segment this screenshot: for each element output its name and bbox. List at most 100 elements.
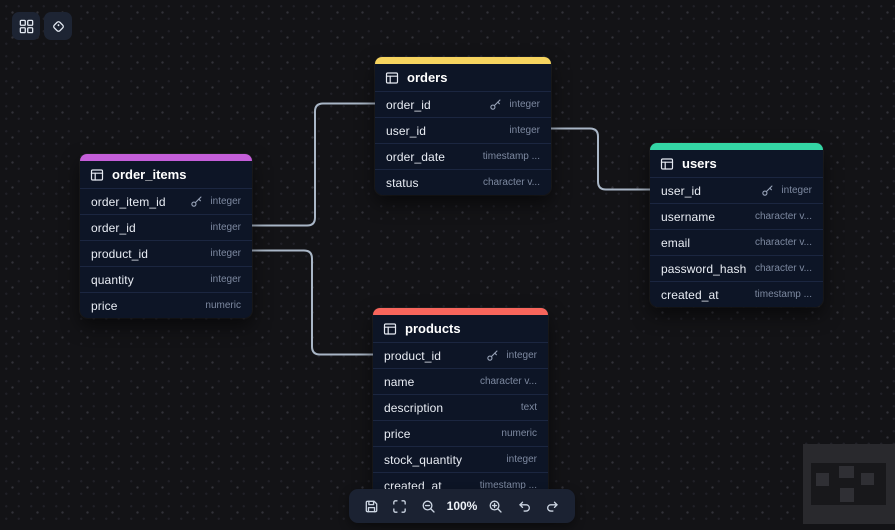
minimap[interactable] — [803, 444, 895, 524]
undo-icon — [516, 498, 533, 515]
field-row-users-username[interactable]: username character v... — [650, 203, 823, 229]
field-name: price — [91, 298, 118, 313]
zoom-level-display[interactable]: 100% — [446, 499, 478, 513]
zoom-in-button[interactable] — [484, 494, 508, 518]
redo-icon — [544, 498, 561, 515]
table-header[interactable]: users — [650, 150, 823, 177]
field-row-products-price[interactable]: price numeric — [373, 420, 548, 446]
field-name: status — [386, 175, 419, 190]
tag-icon — [50, 18, 67, 35]
field-meta: numeric — [501, 428, 537, 439]
field-meta: character v... — [480, 376, 537, 387]
table-accent-bar — [80, 154, 252, 161]
field-type: character v... — [482, 177, 540, 188]
field-row-users-created_at[interactable]: created_at timestamp ... — [650, 281, 823, 307]
field-meta: character v... — [755, 263, 812, 274]
table-icon — [383, 322, 397, 336]
field-row-users-password_hash[interactable]: password_hash character v... — [650, 255, 823, 281]
table-node-users[interactable]: users user_id integer username character… — [650, 143, 823, 307]
fit-view-button[interactable] — [388, 494, 412, 518]
field-row-orders-status[interactable]: status character v... — [375, 169, 551, 195]
relationship-edge-order_items-orders[interactable] — [251, 102, 376, 227]
save-button[interactable] — [359, 494, 383, 518]
field-name: product_id — [91, 246, 149, 261]
field-meta: text — [521, 402, 537, 413]
field-row-order_items-order_id[interactable]: order_id integer — [80, 214, 252, 240]
minimap-node-order_items — [816, 473, 829, 486]
relationship-edge-orders-users[interactable] — [550, 127, 651, 191]
field-type: character v... — [754, 263, 812, 274]
top-left-controls — [12, 12, 72, 40]
table-accent-bar — [373, 308, 548, 315]
table-icon — [660, 157, 674, 171]
table-node-order_items[interactable]: order_items order_item_id integer order_… — [80, 154, 252, 318]
field-meta: numeric — [205, 300, 241, 311]
field-name: order_date — [386, 149, 446, 164]
field-meta: character v... — [483, 177, 540, 188]
field-type: integer — [210, 196, 241, 207]
field-type: integer — [509, 125, 540, 136]
table-accent-bar — [375, 57, 551, 64]
primary-key-icon — [761, 184, 774, 197]
field-row-order_items-quantity[interactable]: quantity integer — [80, 266, 252, 292]
field-meta: integer — [761, 184, 812, 197]
table-node-orders[interactable]: orders order_id integer user_id integer … — [375, 57, 551, 195]
minimap-node-users — [861, 473, 874, 485]
field-row-products-name[interactable]: name character v... — [373, 368, 548, 394]
field-name: username — [661, 209, 716, 224]
redo-button[interactable] — [541, 494, 565, 518]
table-rows: order_id integer user_id integer order_d… — [375, 91, 551, 195]
field-meta: integer — [489, 98, 540, 111]
field-row-products-description[interactable]: description text — [373, 394, 548, 420]
field-meta: integer — [506, 454, 537, 465]
zoom-out-button[interactable] — [416, 494, 440, 518]
field-type: timestamp ... — [482, 151, 540, 162]
table-header[interactable]: products — [373, 315, 548, 342]
field-type: text — [520, 402, 537, 413]
field-row-products-stock_quantity[interactable]: stock_quantity integer — [373, 446, 548, 472]
field-row-order_items-product_id[interactable]: product_id integer — [80, 240, 252, 266]
field-name: password_hash — [661, 261, 747, 276]
tag-button[interactable] — [44, 12, 72, 40]
field-row-users-email[interactable]: email character v... — [650, 229, 823, 255]
table-header[interactable]: order_items — [80, 161, 252, 188]
field-type: integer — [210, 222, 241, 233]
field-name: stock_quantity — [384, 452, 463, 467]
field-row-orders-user_id[interactable]: user_id integer — [375, 117, 551, 143]
save-icon — [363, 498, 380, 515]
field-meta: integer — [509, 125, 540, 136]
table-node-products[interactable]: products product_id integer name charact… — [373, 308, 548, 498]
table-accent-bar — [650, 143, 823, 150]
table-header[interactable]: orders — [375, 64, 551, 91]
field-name: name — [384, 374, 415, 389]
field-meta: timestamp ... — [483, 151, 540, 162]
field-type: integer — [509, 99, 540, 110]
field-row-users-user_id[interactable]: user_id integer — [650, 177, 823, 203]
table-icon — [385, 71, 399, 85]
view-grid-button[interactable] — [12, 12, 40, 40]
minimap-node-orders — [839, 466, 854, 478]
field-type: integer — [210, 248, 241, 259]
field-type: timestamp ... — [754, 289, 812, 300]
field-type: numeric — [205, 300, 241, 311]
undo-button[interactable] — [512, 494, 536, 518]
field-meta: character v... — [755, 211, 812, 222]
field-name: order_item_id — [91, 194, 166, 209]
relationship-edge-order_items-products[interactable] — [251, 249, 374, 356]
field-type: character v... — [754, 237, 812, 248]
field-name: user_id — [386, 123, 427, 138]
field-row-products-product_id[interactable]: product_id integer — [373, 342, 548, 368]
field-row-order_items-order_item_id[interactable]: order_item_id integer — [80, 188, 252, 214]
field-type: integer — [506, 454, 537, 465]
field-meta: timestamp ... — [755, 289, 812, 300]
field-row-orders-order_id[interactable]: order_id integer — [375, 91, 551, 117]
zoom-in-icon — [487, 498, 504, 515]
field-name: product_id — [384, 348, 442, 363]
table-rows: product_id integer name character v... d… — [373, 342, 548, 498]
field-row-order_items-price[interactable]: price numeric — [80, 292, 252, 318]
field-name: email — [661, 235, 691, 250]
field-type: character v... — [754, 211, 812, 222]
field-row-orders-order_date[interactable]: order_date timestamp ... — [375, 143, 551, 169]
